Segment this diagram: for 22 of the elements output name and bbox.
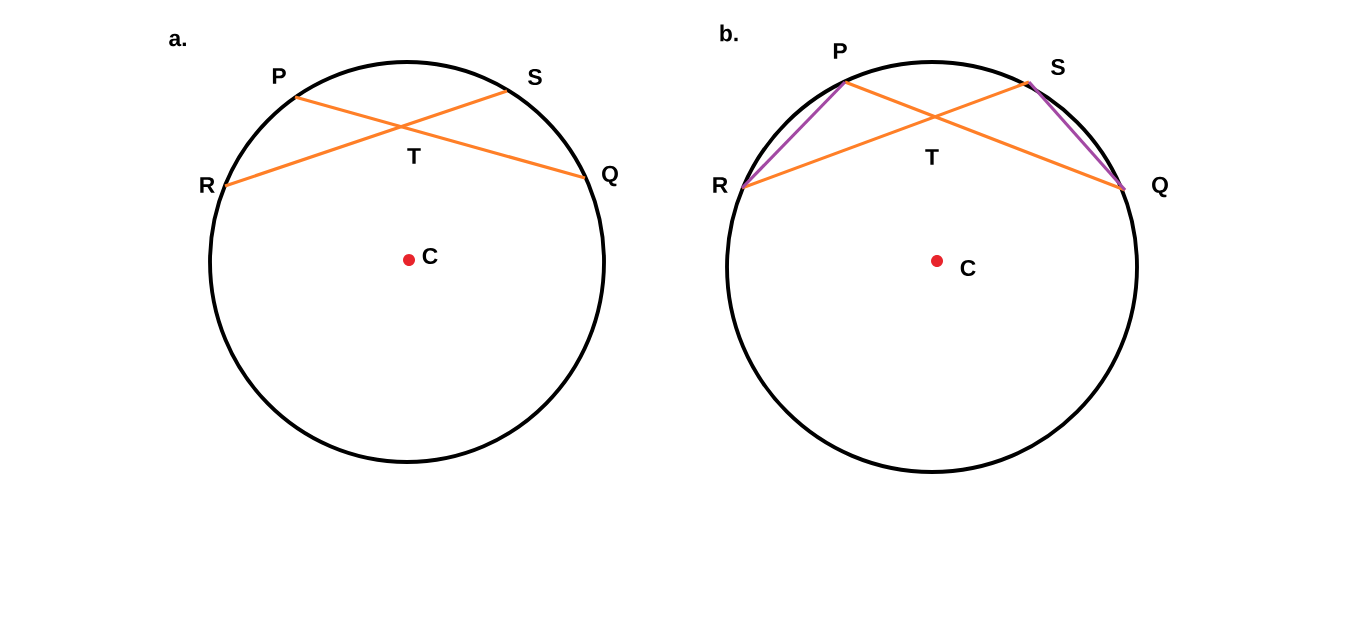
point-label: C bbox=[960, 259, 976, 277]
chord bbox=[224, 89, 508, 188]
point-label: R bbox=[200, 177, 215, 193]
point-label: R bbox=[713, 177, 728, 193]
point-label: P bbox=[272, 68, 286, 84]
center-point bbox=[931, 255, 943, 267]
center-point bbox=[403, 254, 415, 266]
point-label: P bbox=[833, 43, 847, 59]
chord bbox=[1027, 80, 1127, 192]
panel-label: a. bbox=[169, 33, 186, 47]
chord bbox=[844, 80, 1126, 192]
chord bbox=[740, 80, 847, 190]
point-label: S bbox=[528, 68, 542, 86]
point-label: T bbox=[925, 149, 939, 165]
panel-label: b. bbox=[720, 24, 738, 42]
point-label: Q bbox=[1152, 176, 1168, 198]
chord bbox=[294, 95, 586, 180]
point-label: S bbox=[1051, 58, 1065, 76]
chord bbox=[741, 80, 1030, 190]
point-label: T bbox=[407, 148, 421, 164]
point-label: C bbox=[422, 247, 438, 265]
point-label: Q bbox=[602, 165, 618, 187]
